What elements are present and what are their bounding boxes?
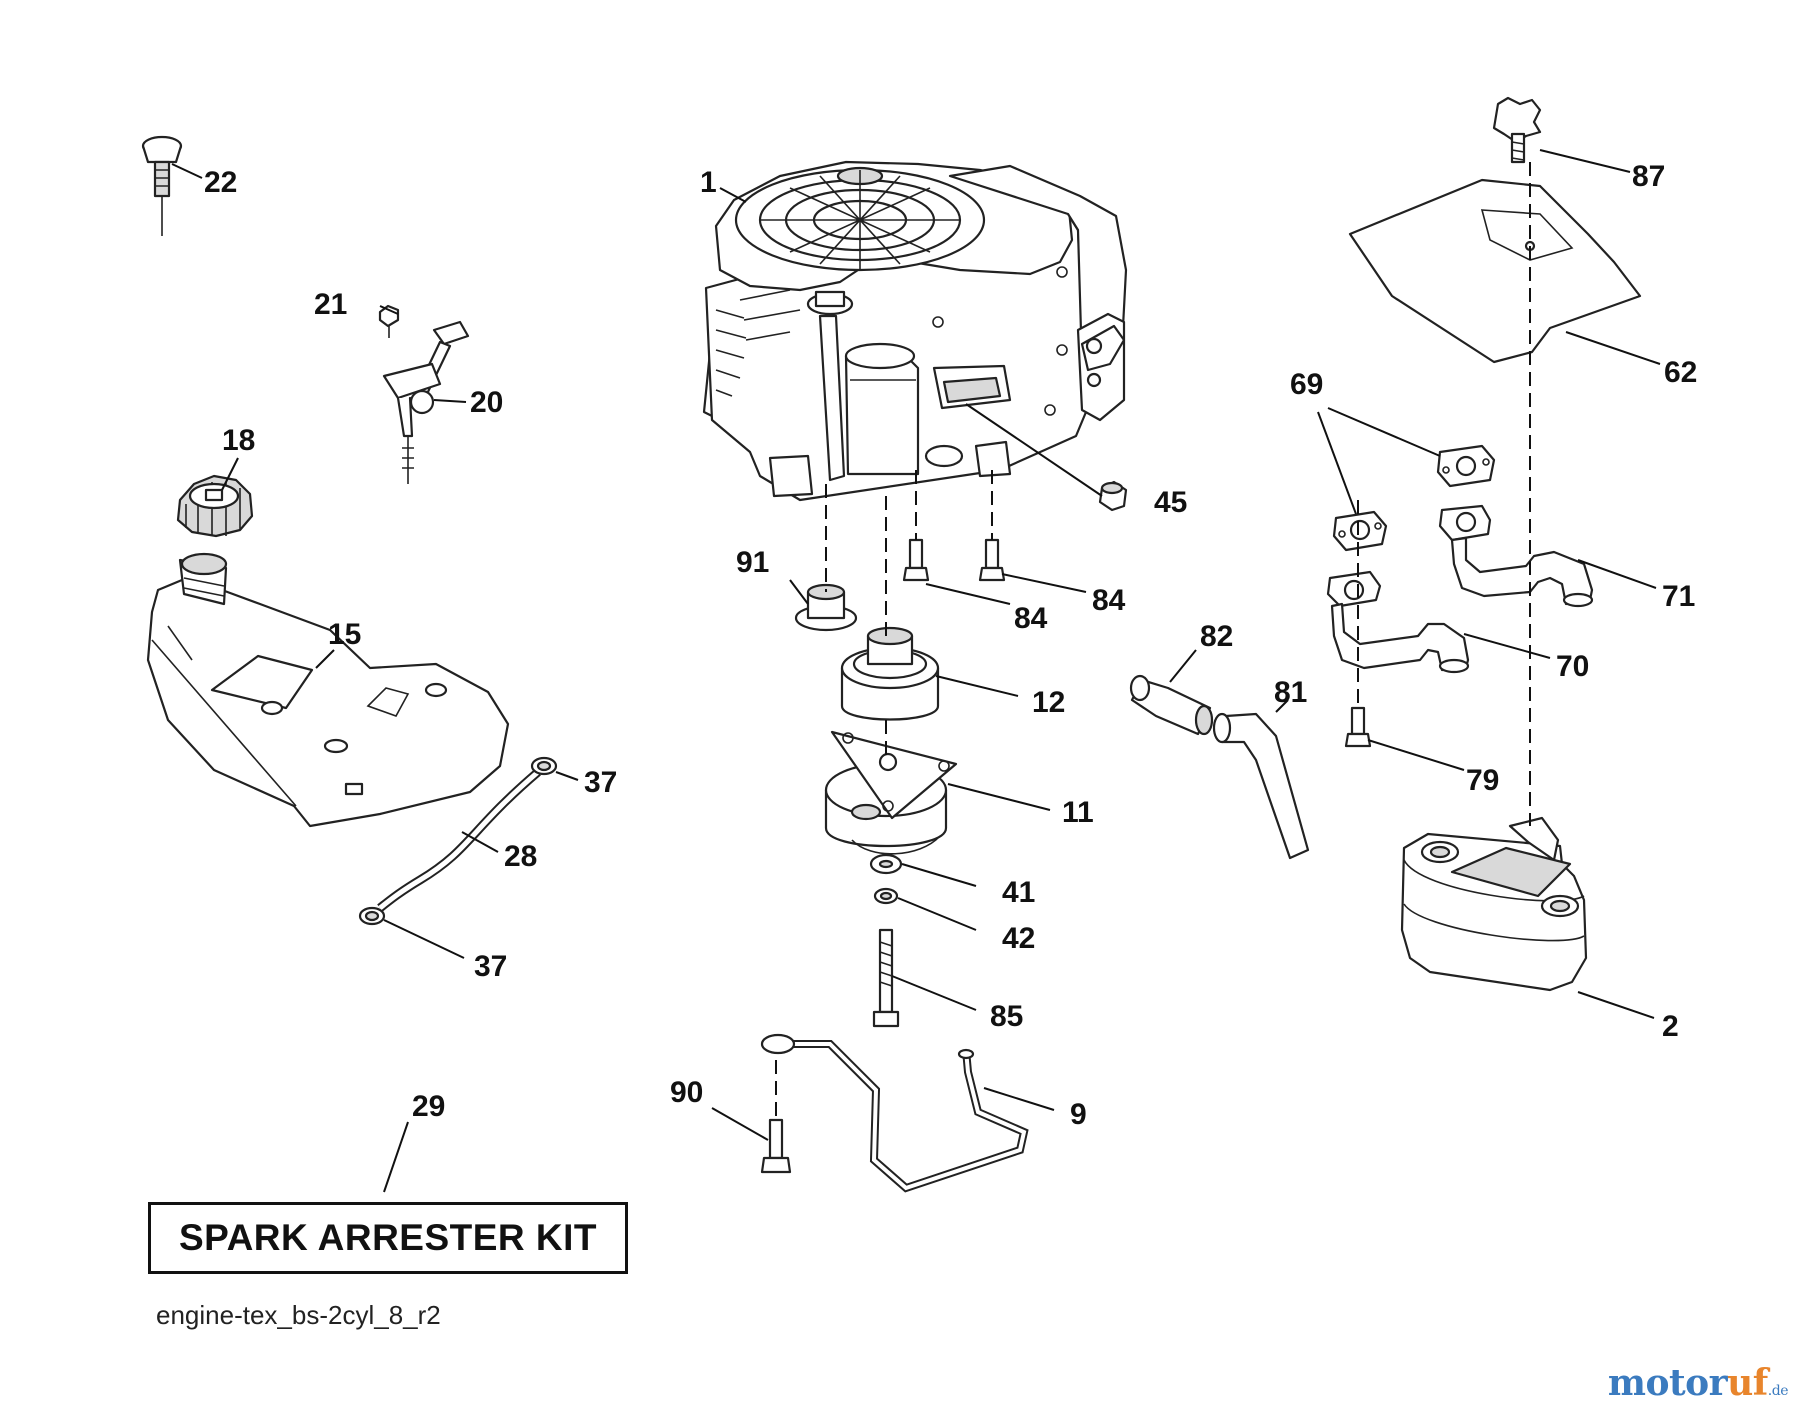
label-part-82: 82 <box>1200 620 1233 653</box>
part-11-pto-clutch <box>824 730 958 855</box>
label-part-12: 12 <box>1032 686 1065 719</box>
label-part-15: 15 <box>328 618 361 651</box>
part-37-clamp-lower <box>358 906 386 926</box>
label-part-69: 69 <box>1290 368 1323 401</box>
label-part-41: 41 <box>1002 876 1035 909</box>
part-70-exhaust-pipe <box>1326 570 1470 674</box>
spark-arrester-kit-box: SPARK ARRESTER KIT <box>148 1202 628 1274</box>
label-part-81: 81 <box>1274 676 1307 709</box>
part-37-clamp-upper <box>530 756 558 776</box>
leader-lines <box>171 149 1661 1193</box>
label-part-45: 45 <box>1154 486 1187 519</box>
label-part-91: 91 <box>736 546 769 579</box>
part-84-bolt-right <box>978 538 1006 582</box>
spark-arrester-kit-label: SPARK ARRESTER KIT <box>178 1217 598 1258</box>
part-45-nut <box>1098 480 1128 512</box>
part-79-bolt <box>1344 706 1372 748</box>
label-part-90: 90 <box>670 1076 703 1109</box>
part-81-hose <box>1212 712 1310 860</box>
label-part-2: 2 <box>1662 1010 1679 1043</box>
assembly-lines <box>775 162 1531 1120</box>
label-part-21: 21 <box>314 288 347 321</box>
label-part-37-upper: 37 <box>584 766 617 799</box>
part-41-washer <box>869 853 903 875</box>
label-part-87: 87 <box>1632 160 1665 193</box>
watermark-tld: .de <box>1767 1383 1789 1399</box>
part-1-engine <box>702 160 1128 502</box>
part-84-bolt-left <box>902 538 930 582</box>
part-12-pulley <box>840 626 940 721</box>
label-part-79: 79 <box>1466 764 1499 797</box>
part-91-bushing <box>794 583 858 632</box>
label-part-70: 70 <box>1556 650 1589 683</box>
label-part-84-left: 84 <box>1014 602 1048 635</box>
label-part-84-right: 84 <box>1092 584 1126 617</box>
label-part-28: 28 <box>504 840 537 873</box>
label-part-18: 18 <box>222 424 255 457</box>
label-part-9: 9 <box>1070 1098 1087 1131</box>
part-22-knob <box>141 135 183 236</box>
label-part-62: 62 <box>1664 356 1697 389</box>
label-part-22: 22 <box>204 166 237 199</box>
diagram-caption: engine-tex_bs-2cyl_8_r2 <box>156 1300 441 1330</box>
label-part-85: 85 <box>990 1000 1023 1033</box>
part-20-throttle-control <box>382 320 470 484</box>
part-15-fuel-tank <box>146 552 510 828</box>
part-87-screw <box>1492 96 1542 164</box>
label-part-71: 71 <box>1662 580 1695 613</box>
label-part-37-lower: 37 <box>474 950 507 983</box>
part-90-bolt <box>760 1118 792 1174</box>
label-part-11: 11 <box>1062 796 1094 829</box>
part-69-gasket-upper <box>1436 444 1496 488</box>
watermark-logo: motoruf.de <box>1607 1362 1789 1404</box>
part-9-rod <box>760 1033 1029 1193</box>
part-69-gasket-lower <box>1332 510 1388 552</box>
part-2-muffler <box>1400 816 1588 992</box>
label-part-42: 42 <box>1002 922 1035 955</box>
label-part-29: 29 <box>412 1090 445 1123</box>
part-28-fuel-line <box>377 768 541 912</box>
part-number-labels: 22 21 20 18 15 37 28 37 29 1 45 91 84 84… <box>204 160 1697 1131</box>
label-part-20: 20 <box>470 386 503 419</box>
part-62-heat-shield <box>1348 178 1642 364</box>
part-82-fitting <box>1129 674 1214 736</box>
part-85-bolt <box>872 928 900 1028</box>
watermark-main: motor <box>1607 1362 1728 1404</box>
part-18-fuel-cap <box>176 474 254 538</box>
part-42-washer <box>873 887 899 905</box>
watermark-accent: uf <box>1727 1362 1768 1404</box>
label-part-1: 1 <box>700 166 717 199</box>
part-71-exhaust-pipe <box>1438 504 1594 608</box>
